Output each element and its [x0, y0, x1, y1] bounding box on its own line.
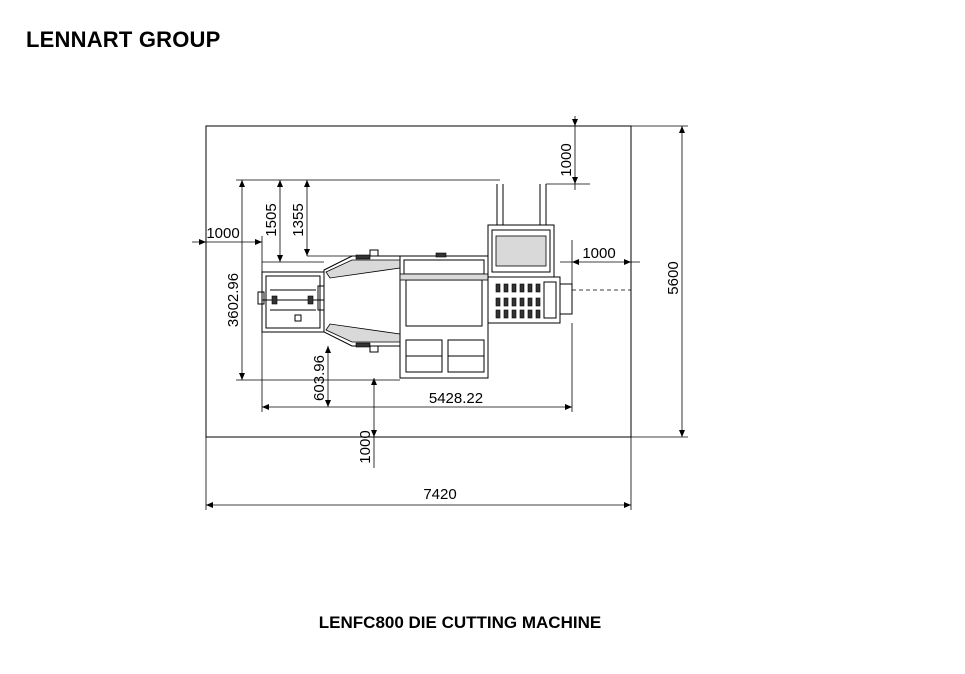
upper-rails: [496, 184, 547, 225]
label-upper-offset-a: 1505: [263, 203, 280, 236]
dim-overall-height: [631, 125, 688, 438]
drawing-caption: LENFC800 DIE CUTTING MACHINE: [318, 613, 602, 632]
label-overall-width: 7420: [423, 486, 456, 503]
dim-left-clearance: [192, 236, 263, 272]
label-lower-offset: 603.96: [311, 355, 328, 401]
transfer-unit: [323, 249, 401, 353]
label-overall-height: 5600: [665, 261, 682, 294]
delivery-unit: [487, 224, 573, 324]
label-left-clearance: 1000: [206, 225, 239, 242]
label-upper-offset-b: 1355: [290, 203, 307, 236]
brand-title: LENNART GROUP: [26, 27, 221, 52]
dim-upper-offset-b: [304, 180, 352, 257]
label-right-clearance: 1000: [582, 245, 615, 262]
dim-machine-length: [261, 323, 573, 412]
dim-top-clearance: [546, 116, 590, 190]
dim-overall-width: [205, 437, 632, 510]
dim-right-clearance: [560, 240, 640, 291]
delivery-grid: [495, 283, 541, 319]
dim-upper-offset-a: [262, 180, 324, 263]
main-body: [399, 252, 489, 379]
label-machine-length: 5428.22: [429, 390, 483, 407]
label-top-clearance: 1000: [558, 143, 575, 176]
feeder-unit: [257, 271, 325, 333]
label-machine-depth: 3602.96: [225, 273, 242, 327]
footprint-boundary: [205, 125, 632, 438]
label-bottom-clearance: 1000: [357, 430, 374, 463]
dim-bottom-clearance: [360, 378, 388, 468]
dim-lower-offset: [325, 346, 331, 407]
